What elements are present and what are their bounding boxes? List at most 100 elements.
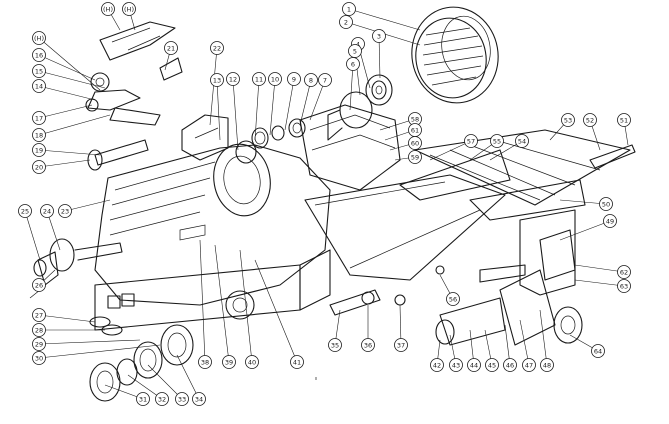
callout-label: 14 — [35, 82, 43, 90]
callout-label: 2 — [344, 18, 348, 26]
callout-label: 3 — [377, 32, 381, 40]
callout-label: 39 — [225, 358, 233, 366]
leader-line — [147, 364, 183, 400]
callout-16: (H) — [122, 2, 136, 16]
callout-circle — [210, 73, 224, 87]
sharpener-cover — [99, 21, 229, 161]
callout-circle — [342, 2, 356, 16]
callout-circle — [210, 41, 224, 55]
callout-circle — [522, 358, 536, 372]
callout-50: 47 — [522, 358, 536, 372]
callout-53: 63 — [617, 279, 631, 293]
callout-60: 57 — [464, 134, 478, 148]
callout-62: 54 — [515, 134, 529, 148]
callout-label: 51 — [620, 116, 628, 124]
callout-label: 43 — [452, 361, 460, 369]
callout-circle — [561, 113, 575, 127]
callout-circle — [603, 214, 617, 228]
callout-52: 64 — [591, 344, 605, 358]
leader-line — [127, 374, 163, 400]
callout-circle — [467, 358, 481, 372]
callout-circle — [503, 358, 517, 372]
callout-label: 54 — [518, 137, 526, 145]
callout-label: 15 — [35, 67, 43, 75]
callout-label: 23 — [61, 207, 69, 215]
callout-27: 23 — [58, 204, 72, 218]
callout-21: 17 — [32, 111, 46, 125]
callout-circle — [32, 128, 46, 142]
callout-15: (H) — [101, 2, 115, 16]
callout-34: 32 — [155, 392, 169, 406]
callout-circle — [122, 2, 136, 16]
callout-circle — [515, 134, 529, 148]
callout-circle — [485, 358, 499, 372]
callout-label: 58 — [411, 115, 419, 123]
callout-label: 42 — [433, 361, 441, 369]
callout-circle — [287, 72, 301, 86]
callout-circle — [430, 358, 444, 372]
callout-circle — [58, 204, 72, 218]
callout-circle — [32, 160, 46, 174]
leader-line — [559, 199, 607, 205]
callout-label: 37 — [397, 341, 405, 349]
callout-33: 31 — [136, 392, 150, 406]
callout-label: 19 — [35, 146, 43, 154]
callout-circle — [372, 29, 386, 43]
callout-35: 33 — [175, 392, 189, 406]
callout-circle — [290, 355, 304, 369]
callout-circle — [339, 15, 353, 29]
callout-24: 20 — [32, 160, 46, 174]
callout-label: 17 — [35, 114, 43, 122]
callout-1: 2 — [339, 15, 353, 29]
callout-markers: 123456789101112132221(H)(H)(H)1615141718… — [18, 2, 631, 406]
main-body — [94, 143, 331, 331]
leader-line — [269, 78, 276, 136]
leader-line — [309, 79, 326, 121]
callout-29: 27 — [32, 308, 46, 322]
callout-label: 48 — [543, 361, 551, 369]
callout-label: 47 — [525, 361, 533, 369]
callout-label: 5 — [353, 47, 357, 55]
callout-7: 8 — [304, 73, 318, 87]
callout-label: (H) — [124, 5, 134, 13]
leader-line — [348, 8, 421, 31]
callout-label: 27 — [35, 311, 43, 319]
callout-circle — [328, 338, 342, 352]
callout-28: 26 — [32, 278, 46, 292]
callout-circle — [245, 355, 259, 369]
callout-label: 29 — [35, 340, 43, 348]
callout-label: 7 — [323, 76, 327, 84]
callout-circle — [617, 279, 631, 293]
leader-line — [429, 140, 472, 161]
callout-label: 62 — [620, 268, 628, 276]
callout-circle — [192, 392, 206, 406]
callout-label: 26 — [35, 281, 43, 289]
leader-line — [64, 199, 111, 212]
callout-label: 49 — [606, 217, 614, 225]
callout-circle — [464, 134, 478, 148]
callout-64: 61 — [408, 123, 422, 137]
callout-11: 12 — [226, 72, 240, 86]
callout-51: 48 — [540, 358, 554, 372]
callout-circle — [136, 392, 150, 406]
callout-48: 45 — [485, 358, 499, 372]
blade-guard — [411, 6, 499, 104]
callout-circle — [583, 113, 597, 127]
callout-25: 25 — [18, 204, 32, 218]
callout-label: 8 — [309, 76, 313, 84]
callout-circle — [32, 278, 46, 292]
callout-circle — [617, 113, 631, 127]
callout-18: 16 — [32, 48, 46, 62]
callout-label: 9 — [292, 75, 296, 83]
callout-label: 50 — [602, 200, 610, 208]
leader-line — [214, 244, 230, 363]
leader-line — [199, 239, 206, 363]
callout-46: 43 — [449, 358, 463, 372]
callout-57: 53 — [561, 113, 575, 127]
callout-label: 35 — [331, 341, 339, 349]
callout-label: 22 — [213, 44, 221, 52]
base-knob — [89, 316, 194, 402]
callout-label: 61 — [411, 126, 419, 134]
leader-line — [176, 354, 200, 400]
callout-label: 45 — [488, 361, 496, 369]
